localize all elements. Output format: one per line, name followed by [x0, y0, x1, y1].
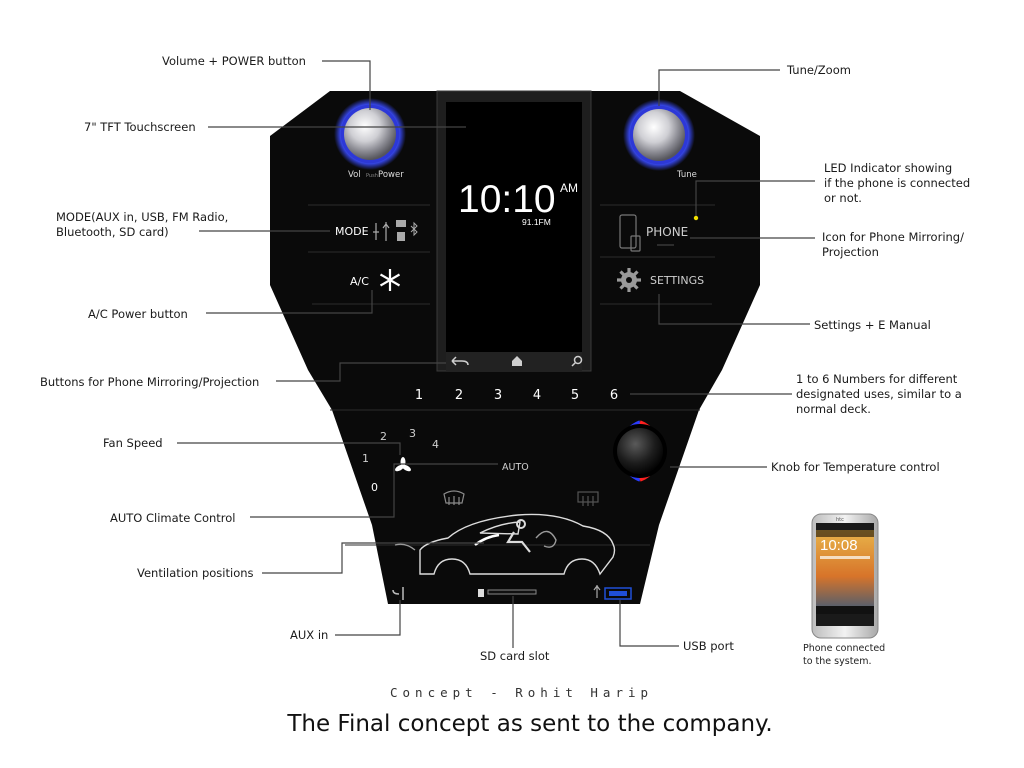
- phone-label: PHONE: [646, 225, 688, 239]
- label-presets-line2: designated uses, similar to a: [796, 387, 962, 401]
- label-phone-icon-line1: Icon for Phone Mirroring/: [822, 230, 964, 244]
- mode-button[interactable]: MODE: [318, 212, 430, 250]
- label-led-line3: or not.: [824, 191, 862, 205]
- touchscreen[interactable]: [446, 102, 582, 352]
- label-usb-port: USB port: [683, 639, 734, 653]
- phone-time: 10:08: [820, 537, 858, 554]
- phone-brand: htc: [836, 517, 844, 523]
- phone-connected-note: Phone connected to the system.: [803, 642, 885, 668]
- settings-label: SETTINGS: [650, 274, 704, 287]
- clock-time: 10:10: [458, 178, 556, 221]
- fan-level-3[interactable]: 3: [409, 427, 416, 440]
- preset-button-2[interactable]: 2: [455, 388, 463, 403]
- concept-credit: Concept - Rohit Harip: [390, 685, 653, 700]
- preset-button-4[interactable]: 4: [533, 388, 541, 403]
- label-ac-power: A/C Power button: [88, 307, 188, 321]
- label-mode-line2: Bluetooth, SD card): [56, 225, 169, 239]
- label-sd-slot: SD card slot: [480, 649, 550, 663]
- label-tune-zoom: Tune/Zoom: [786, 63, 851, 77]
- phone-note-line2: to the system.: [803, 655, 885, 668]
- radio-icon: [396, 220, 406, 227]
- ac-button[interactable]: A/C: [318, 258, 430, 300]
- fan-level-0[interactable]: 0: [371, 481, 378, 494]
- phone-note-line1: Phone connected: [803, 642, 885, 655]
- radio-frequency: 91.1FM: [522, 217, 551, 227]
- sd-icon: [478, 589, 484, 597]
- mode-label: MODE: [335, 225, 369, 238]
- power-label: Power: [378, 170, 404, 180]
- label-led-line2: if the phone is connected: [824, 176, 970, 190]
- preset-button-5[interactable]: 5: [571, 388, 579, 403]
- fan-level-1[interactable]: 1: [362, 452, 369, 465]
- label-settings-manual: Settings + E Manual: [814, 318, 931, 332]
- label-aux-in: AUX in: [290, 628, 328, 642]
- label-volume-power: Volume + POWER button: [162, 54, 306, 68]
- usb-port-inner: [609, 591, 627, 596]
- auto-button[interactable]: AUTO: [502, 462, 529, 473]
- sd-mode-icon: [397, 232, 405, 241]
- fan-level-2[interactable]: 2: [380, 430, 387, 443]
- label-led-line1: LED Indicator showing: [824, 161, 952, 175]
- preset-button-1[interactable]: 1: [415, 388, 423, 403]
- label-mirroring-buttons: Buttons for Phone Mirroring/Projection: [40, 375, 259, 389]
- label-touchscreen: 7" TFT Touchscreen: [84, 120, 196, 134]
- push-label: Push: [366, 173, 378, 179]
- label-presets-line1: 1 to 6 Numbers for different: [796, 372, 958, 386]
- ac-label: A/C: [350, 275, 369, 288]
- label-mode-line1: MODE(AUX in, USB, FM Radio,: [56, 210, 228, 224]
- caption: The Final concept as sent to the company…: [0, 711, 1024, 737]
- gear-icon: [617, 268, 641, 292]
- connected-phone: [812, 514, 878, 638]
- clock-ampm: AM: [560, 181, 578, 195]
- vol-label: Vol: [348, 170, 361, 180]
- label-ventilation: Ventilation positions: [137, 566, 254, 580]
- sd-card-slot[interactable]: [488, 590, 536, 594]
- tune-label: Tune: [676, 170, 697, 180]
- label-phone-icon-line2: Projection: [822, 245, 879, 259]
- preset-button-6[interactable]: 6: [610, 388, 618, 403]
- led-indicator: [694, 216, 698, 220]
- label-temp-knob: Knob for Temperature control: [771, 460, 940, 474]
- label-fan-speed: Fan Speed: [103, 436, 163, 450]
- label-auto-climate: AUTO Climate Control: [110, 511, 236, 525]
- fan-level-4[interactable]: 4: [432, 438, 439, 451]
- label-presets-line3: normal deck.: [796, 402, 871, 416]
- preset-button-3[interactable]: 3: [494, 388, 502, 403]
- tune-knob[interactable]: [623, 99, 695, 171]
